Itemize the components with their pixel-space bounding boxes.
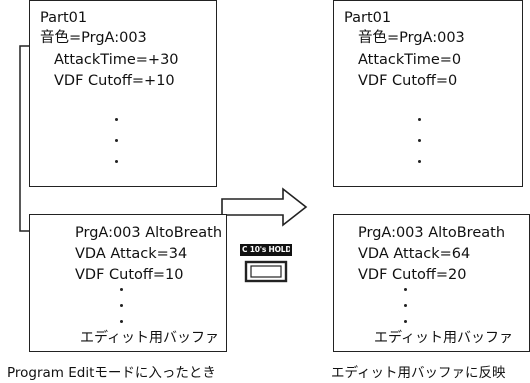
ellipsis-dot xyxy=(115,118,118,121)
ellipsis-dot xyxy=(120,288,123,291)
program-name: PrgA:003 AltoBreath xyxy=(75,225,223,241)
vda-attack-param: VDA Attack=34 xyxy=(75,246,188,262)
attack-time-param: AttackTime=+30 xyxy=(54,52,179,68)
vdf-cutoff-param: VDF Cutoff=10 xyxy=(75,267,184,283)
vda-attack-param: VDA Attack=64 xyxy=(358,246,471,262)
edit-buffer-label: エディット用バッファ xyxy=(374,330,514,346)
big-right-arrow-icon xyxy=(221,187,308,227)
left-caption: Program Editモードに入ったとき xyxy=(7,365,216,381)
part-label: Part01 xyxy=(40,10,88,26)
ellipsis-dot xyxy=(115,139,118,142)
voice-param: 音色=PrgA:003 xyxy=(40,30,147,46)
right-caption: エディット用バッファに反映 xyxy=(331,365,506,381)
ellipsis-dot xyxy=(120,320,123,323)
vdf-cutoff-param: VDF Cutoff=+10 xyxy=(54,73,175,89)
hold-button-icon xyxy=(240,244,292,283)
part-label: Part01 xyxy=(344,10,392,26)
left-bottom-box: PrgA:003 AltoBreath VDA Attack=34 VDF Cu… xyxy=(29,214,227,352)
ellipsis-dot xyxy=(404,304,407,307)
ellipsis-dot xyxy=(115,160,118,163)
left-top-box: Part01 音色=PrgA:003 AttackTime=+30 VDF Cu… xyxy=(29,0,217,187)
ellipsis-dot xyxy=(120,304,123,307)
voice-param: 音色=PrgA:003 xyxy=(358,30,465,46)
attack-time-param: AttackTime=0 xyxy=(358,52,462,68)
hold-button-label: C 10's HOLD xyxy=(242,245,290,254)
edit-buffer-label: エディット用バッファ xyxy=(80,330,220,346)
ellipsis-dot xyxy=(418,118,421,121)
ellipsis-dot xyxy=(418,160,421,163)
ellipsis-dot xyxy=(418,139,421,142)
vdf-cutoff-param: VDF Cutoff=0 xyxy=(358,73,458,89)
ellipsis-dot xyxy=(404,320,407,323)
program-name: PrgA:003 AltoBreath xyxy=(358,225,506,241)
vdf-cutoff-param: VDF Cutoff=20 xyxy=(358,267,467,283)
ellipsis-dot xyxy=(404,288,407,291)
right-top-box: Part01 音色=PrgA:003 AttackTime=0 VDF Cuto… xyxy=(333,0,523,187)
right-bottom-box: PrgA:003 AltoBreath VDA Attack=64 VDF Cu… xyxy=(333,214,530,352)
